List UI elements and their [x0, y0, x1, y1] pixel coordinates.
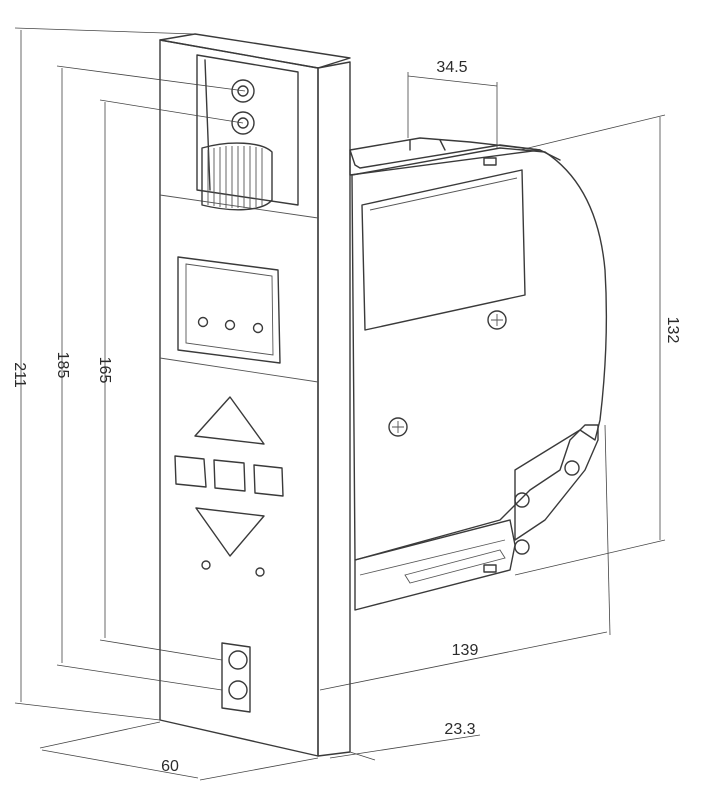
dim-label-34-5: 34.5	[436, 59, 467, 76]
middle-knob	[231, 111, 255, 135]
dimension-lines	[14, 27, 666, 781]
thumb-wheel	[201, 142, 273, 211]
screw-lower	[388, 417, 408, 437]
dim-label-139: 139	[452, 642, 479, 659]
adjustment-cavity	[196, 54, 299, 211]
mount-hole-left	[201, 560, 211, 570]
upper-knob	[231, 79, 255, 103]
dim-label-185: 185	[54, 352, 71, 379]
dim-label-132: 132	[664, 317, 681, 344]
dim-label-60: 60	[161, 758, 179, 775]
control-keypad	[174, 396, 284, 577]
dim-label-211: 211	[11, 362, 28, 388]
left-square-button[interactable]	[174, 455, 207, 488]
bottom-connector	[221, 642, 251, 713]
mount-hole-right	[255, 567, 265, 577]
indicator-dots	[197, 316, 264, 334]
side-housing	[349, 137, 608, 611]
up-arrow-button[interactable]	[194, 396, 265, 445]
front-faceplate	[159, 33, 351, 757]
down-arrow-button[interactable]	[195, 507, 265, 557]
dim-label-23-3: 23.3	[444, 721, 475, 738]
screw-upper	[487, 310, 507, 330]
dim-label-165: 165	[96, 357, 113, 384]
display-panel	[177, 256, 281, 364]
right-square-button[interactable]	[253, 464, 284, 497]
center-square-button[interactable]	[213, 459, 246, 492]
